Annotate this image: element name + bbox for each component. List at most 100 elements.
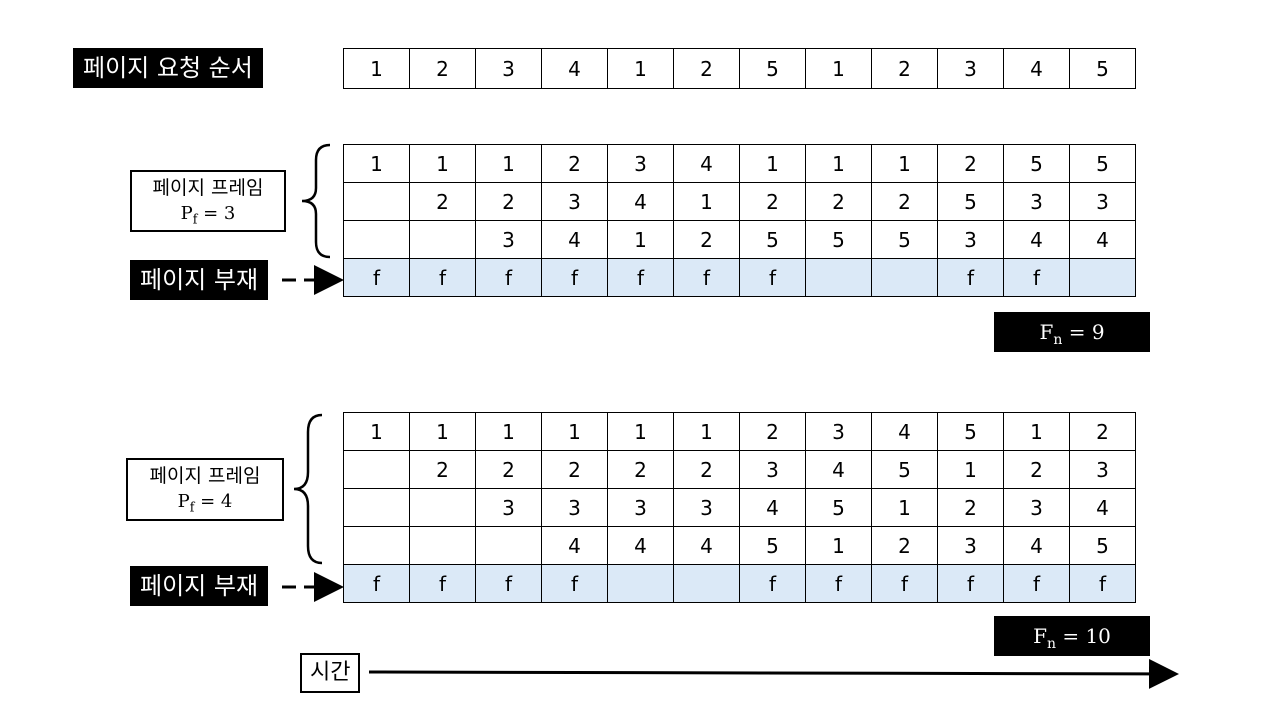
frame-cell: 5 xyxy=(937,412,1004,451)
pf-formula: Pf = 3 xyxy=(180,203,236,227)
time-label: 시간 xyxy=(300,653,361,693)
request-cell: 4 xyxy=(1003,48,1070,89)
frame-cell xyxy=(343,182,410,221)
frame-cell: 2 xyxy=(673,450,740,489)
frame-cell: 2 xyxy=(739,182,806,221)
fault-cell xyxy=(607,564,674,603)
frame-cell: 1 xyxy=(343,144,410,183)
frame-cell: 2 xyxy=(541,450,608,489)
fault-cell: f xyxy=(805,564,872,603)
frame-box-4: 페이지 프레임 Pf = 4 xyxy=(126,458,284,521)
frame-cell: 3 xyxy=(475,220,542,259)
frame-cell xyxy=(409,488,476,527)
frame-cell: 5 xyxy=(871,450,938,489)
fault-cell: f xyxy=(409,258,476,297)
fault-cell xyxy=(1069,258,1136,297)
frame-box-3: 페이지 프레임 Pf = 3 xyxy=(130,170,286,232)
frame-cell: 4 xyxy=(541,220,608,259)
pf-formula: Pf = 4 xyxy=(177,491,233,515)
fault-cell: f xyxy=(937,258,1004,297)
frame-cell: 1 xyxy=(805,144,872,183)
fault-cell: f xyxy=(343,564,410,603)
frame-cell: 3 xyxy=(475,488,542,527)
frame-cell: 4 xyxy=(739,488,806,527)
frame-cell xyxy=(475,526,542,565)
frame-cell: 2 xyxy=(871,526,938,565)
fault-cell xyxy=(673,564,740,603)
request-cell: 3 xyxy=(937,48,1004,89)
frame-cell: 3 xyxy=(541,488,608,527)
frame-cell: 1 xyxy=(673,182,740,221)
frame-cell: 2 xyxy=(739,412,806,451)
fault-cell: f xyxy=(739,258,806,297)
frame-cell: 2 xyxy=(409,450,476,489)
frame-cell: 4 xyxy=(607,526,674,565)
fault-cell: f xyxy=(871,564,938,603)
frame-cell: 2 xyxy=(409,182,476,221)
fault-count-2: Fn = 10 xyxy=(994,616,1150,656)
frame-cell: 1 xyxy=(805,526,872,565)
frame-cell xyxy=(409,220,476,259)
frame-cell: 4 xyxy=(673,144,740,183)
fault-cell: f xyxy=(1003,258,1070,297)
brace-2 xyxy=(293,413,323,565)
frame-label: 페이지 프레임 xyxy=(152,177,264,199)
fault-cell: f xyxy=(937,564,1004,603)
frame-cell: 5 xyxy=(739,220,806,259)
fault-cell: f xyxy=(409,564,476,603)
request-cell: 5 xyxy=(1069,48,1136,89)
request-cell: 2 xyxy=(673,48,740,89)
frame-cell: 2 xyxy=(805,182,872,221)
fault-count-1: Fn = 9 xyxy=(994,312,1150,352)
request-cell: 1 xyxy=(805,48,872,89)
fault-cell: f xyxy=(1069,564,1136,603)
frame-cell: 5 xyxy=(871,220,938,259)
request-cell: 2 xyxy=(871,48,938,89)
frame-cell: 1 xyxy=(937,450,1004,489)
fault-cell xyxy=(871,258,938,297)
frame-cell: 4 xyxy=(1003,526,1070,565)
frame-cell: 3 xyxy=(673,488,740,527)
frame-cell: 5 xyxy=(805,220,872,259)
frame-cell: 4 xyxy=(1069,220,1136,259)
frame-cell: 2 xyxy=(871,182,938,221)
fault-cell: f xyxy=(1003,564,1070,603)
frame-cell: 3 xyxy=(607,488,674,527)
fault-cell: f xyxy=(673,258,740,297)
frame-cell: 4 xyxy=(1069,488,1136,527)
brace-1 xyxy=(301,143,331,259)
frame-cell: 4 xyxy=(607,182,674,221)
frame-cell: 1 xyxy=(409,412,476,451)
frame-cell: 3 xyxy=(1069,450,1136,489)
fault-cell: f xyxy=(343,258,410,297)
frame-cell: 2 xyxy=(937,488,1004,527)
frame-cell: 1 xyxy=(409,144,476,183)
frame-cell: 4 xyxy=(805,450,872,489)
frame-cell: 5 xyxy=(1069,526,1136,565)
request-cell: 3 xyxy=(475,48,542,89)
fault-cell: f xyxy=(541,564,608,603)
fault-cell xyxy=(805,258,872,297)
fault-cell: f xyxy=(607,258,674,297)
frame-cell xyxy=(343,220,410,259)
time-arrow xyxy=(368,658,1179,689)
frame-cell: 2 xyxy=(1069,412,1136,451)
frame-label: 페이지 프레임 xyxy=(149,465,261,487)
page-fault-label-2: 페이지 부재 xyxy=(130,566,269,606)
fault-cell: f xyxy=(475,258,542,297)
frame-cell: 1 xyxy=(739,144,806,183)
frame-cell: 1 xyxy=(871,144,938,183)
frame-cell: 2 xyxy=(673,220,740,259)
frame-cell: 1 xyxy=(475,412,542,451)
fault-cell: f xyxy=(475,564,542,603)
